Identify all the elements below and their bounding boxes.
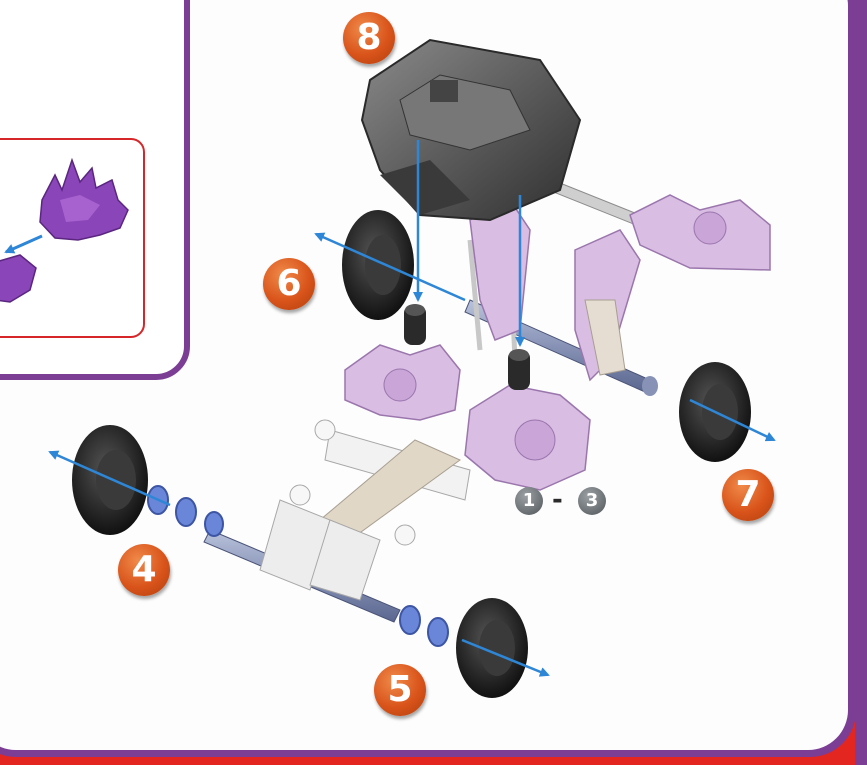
right-edge-strip bbox=[855, 0, 867, 765]
spacers-bottom bbox=[399, 605, 449, 647]
wheel-upper-left-arrow bbox=[314, 232, 466, 302]
step-4-badge: 4 bbox=[118, 544, 170, 596]
wheel-bottom-arrow bbox=[461, 638, 550, 677]
black-pegs bbox=[404, 304, 530, 390]
wheel-left-arrow bbox=[48, 450, 171, 507]
right-hub-connector bbox=[629, 194, 771, 271]
inset-detail-box bbox=[0, 138, 145, 338]
center-hub-connector bbox=[464, 384, 591, 491]
wheel-left bbox=[72, 425, 148, 535]
step-6-badge: 6 bbox=[263, 258, 315, 310]
step-5-badge: 5 bbox=[374, 664, 426, 716]
spacers-left bbox=[147, 485, 224, 537]
inset-arrow bbox=[4, 234, 43, 254]
motor-unit bbox=[360, 38, 582, 222]
inset-connector-part bbox=[39, 157, 129, 241]
wheel-bottom bbox=[456, 598, 528, 698]
wheel-upper-left bbox=[342, 210, 414, 320]
step-8-badge: 8 bbox=[343, 12, 395, 64]
inset-small-part bbox=[0, 254, 37, 303]
left-hub-connector bbox=[344, 344, 461, 421]
substep-end-badge: 3 bbox=[578, 487, 606, 515]
chassis-right-post bbox=[574, 229, 641, 382]
white-rod-connectors bbox=[259, 419, 471, 601]
wheel-right-arrow bbox=[689, 398, 776, 442]
substep-range-dash: - bbox=[552, 485, 563, 515]
substep-start-badge: 1 bbox=[515, 487, 543, 515]
step-7-badge: 7 bbox=[722, 469, 774, 521]
